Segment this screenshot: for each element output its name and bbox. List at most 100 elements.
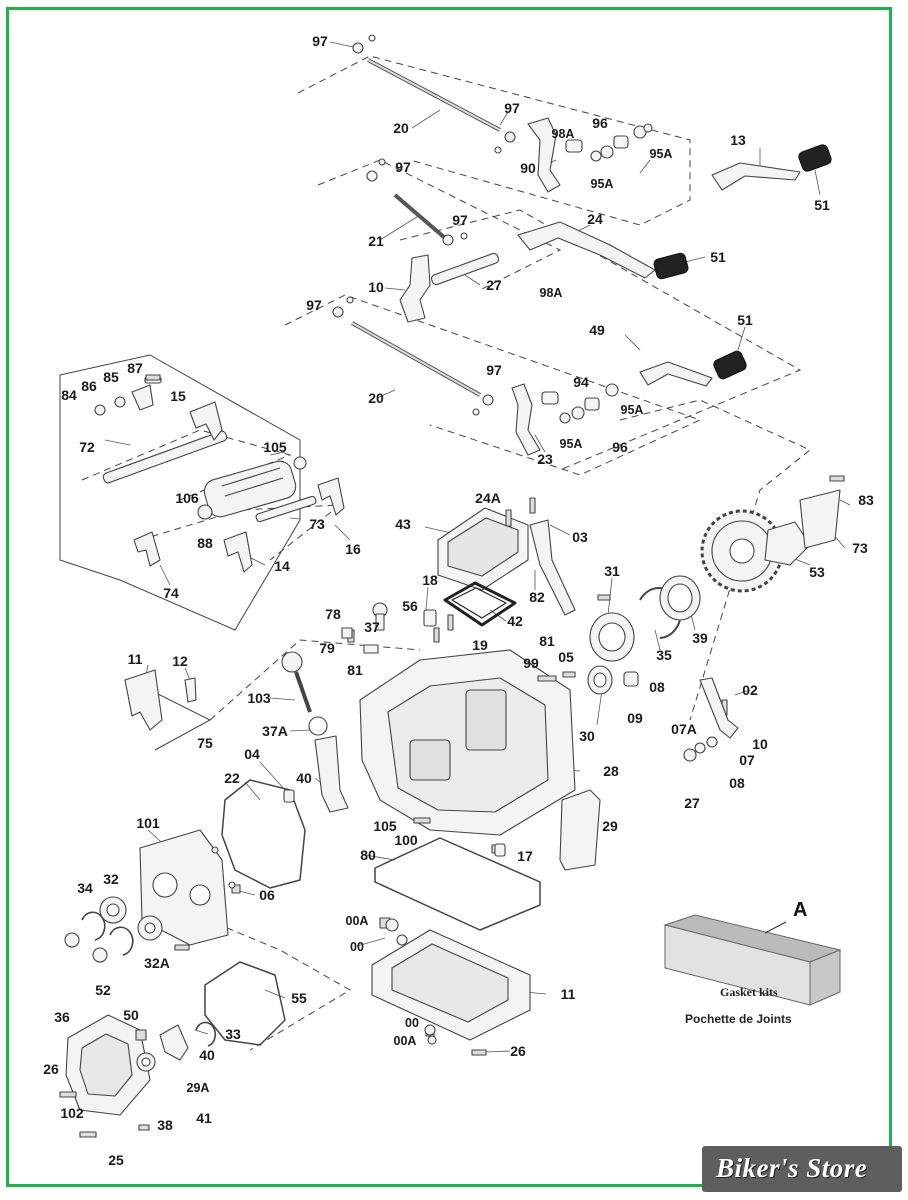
callout-97: 97 [504,100,520,116]
callout-32: 32 [103,871,119,887]
callout-105: 105 [263,439,287,455]
shift-rod-upper [352,34,516,154]
dowels-06 [211,846,236,889]
group-outline-forks [139,504,342,561]
callout-98a: 98A [551,126,575,141]
gasket-42-inner [451,587,507,619]
callout-80: 80 [360,847,376,863]
kit-letter: A [793,899,808,921]
callout-00a: 00A [393,1033,417,1048]
drain-plugs-00 [385,918,437,1045]
group-outline-lever [399,209,802,471]
transmission-case-28 [359,649,576,836]
oil-pan-gasket-80 [374,837,541,931]
callout-36: 36 [54,1009,70,1025]
top-cover-43 [437,507,529,591]
callout-79: 79 [319,640,335,656]
callout-37: 37 [364,619,380,635]
callout-32a: 32A [144,955,170,971]
store-watermark: Biker's Store [702,1146,902,1192]
callout-08: 08 [649,679,665,695]
callout-12: 12 [172,653,188,669]
callout-97: 97 [395,159,411,175]
breather-tube-03 [529,519,576,616]
callout-103: 103 [247,690,271,706]
callout-20: 20 [393,120,409,136]
fork-shaft-73 [255,495,317,523]
gasket-kit-panel: A Gasket kits Pochette de Joints [660,899,820,1026]
callout-20: 20 [368,390,384,406]
callout-18: 18 [422,572,438,588]
callout-83: 83 [858,492,874,508]
group-outline-rod-lower [284,294,702,476]
lock-plate-53 [764,521,811,566]
bearing-32 [99,896,127,924]
pin-12 [184,677,197,703]
callout-31: 31 [604,563,620,579]
callout-90: 90 [520,160,536,176]
bearing-31 [589,612,635,662]
callout-29a: 29A [186,1080,210,1095]
callout-95a: 95A [559,436,583,451]
callout-50: 50 [123,1007,139,1023]
callout-105: 105 [373,818,397,834]
callout-51: 51 [710,249,726,265]
callout-51: 51 [814,197,830,213]
callout-106: 106 [175,490,199,506]
callout-41: 41 [196,1110,212,1126]
callout-88: 88 [197,535,213,551]
group-outline-shift-rod-top [297,55,691,226]
callout-78: 78 [325,606,341,622]
bushing-set-lower [541,383,619,424]
callout-38: 38 [157,1117,173,1133]
cover-gasket-55 [204,961,286,1046]
shifter-lever-49 [639,361,713,387]
snap-ring-33 [195,1021,217,1047]
callout-87: 87 [127,360,143,376]
callout-94: 94 [573,374,589,390]
detent-parts-84-87 [94,376,162,416]
pivot-shaft-27 [430,252,500,286]
shift-rod-middle [366,158,468,246]
callout-97: 97 [452,212,468,228]
callout-82: 82 [529,589,545,605]
callout-52: 52 [95,982,111,998]
callout-37a: 37A [262,723,288,739]
end-cover-36 [65,1014,151,1116]
seal-41 [136,1052,156,1072]
callout-75: 75 [197,735,213,751]
fill-tube-40 [314,735,349,813]
callout-97: 97 [486,362,502,378]
callout-08: 08 [729,775,745,791]
shift-fork-16 [317,477,345,516]
callout-33: 33 [225,1026,241,1042]
callout-21: 21 [368,233,384,249]
shift-lever-90 [527,117,561,193]
bearing-30 [587,665,613,695]
callout-04: 04 [244,746,260,762]
callout-42: 42 [507,613,523,629]
callout-14: 14 [274,558,290,574]
snap-ring-34 [81,911,106,941]
rubber-peg-51c [713,350,747,380]
clutch-arm-40 [159,1024,189,1061]
callout-40: 40 [199,1047,215,1063]
callout-95a: 95A [620,402,644,417]
callout-98a: 98A [539,285,563,300]
callout-56: 56 [402,598,418,614]
plug-56 [372,602,388,631]
callout-17: 17 [517,848,533,864]
shift-drum-assembly [197,456,307,520]
callout-28: 28 [603,763,619,779]
callout-95a: 95A [590,176,614,191]
clutch-lever-10b [699,677,739,739]
callout-23: 23 [537,451,553,467]
callout-30: 30 [579,728,595,744]
callout-07a: 07A [671,721,697,737]
callout-19: 19 [472,637,488,653]
callout-02: 02 [742,682,758,698]
shift-fork-14 [223,531,253,573]
callout-25: 25 [108,1152,124,1168]
callout-55: 55 [291,990,307,1006]
